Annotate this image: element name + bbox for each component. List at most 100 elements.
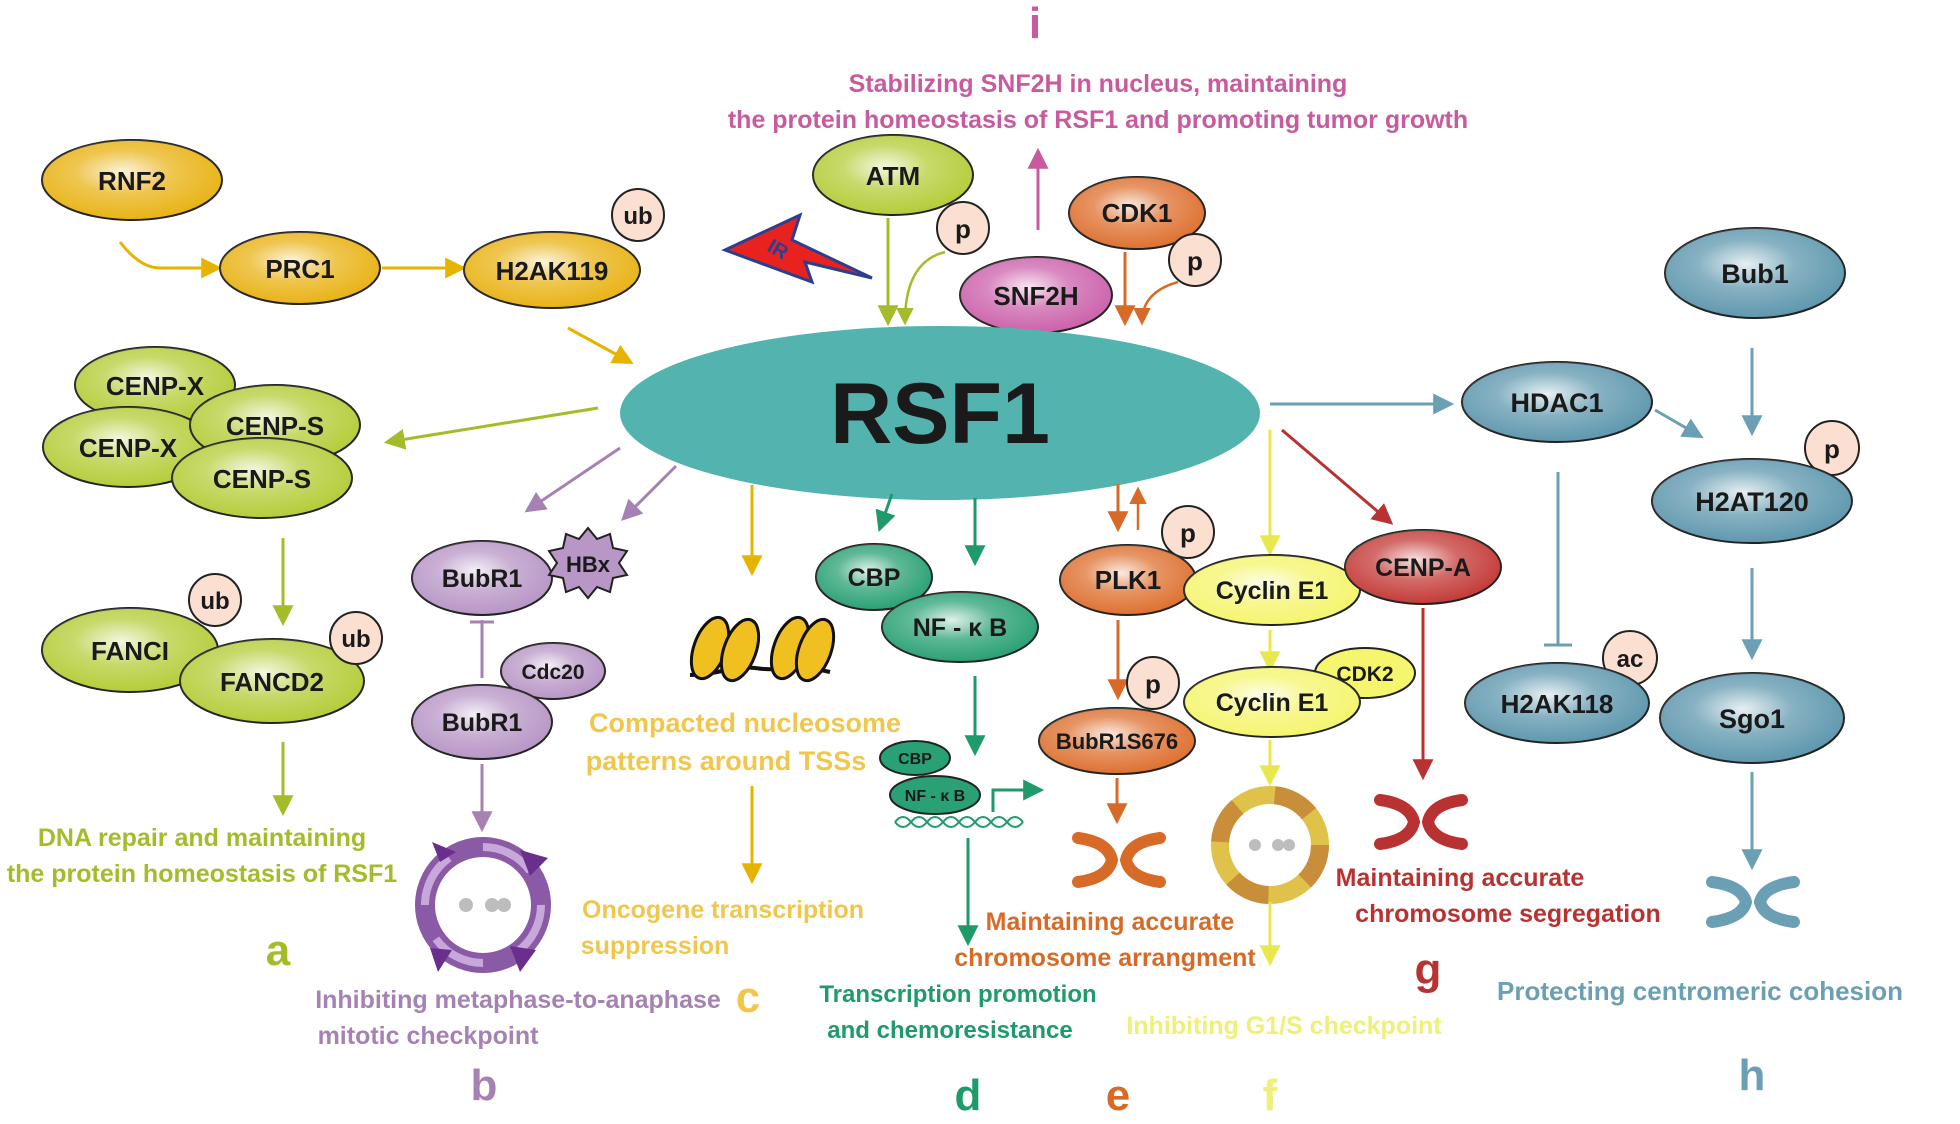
bubr1-inhibition-bar bbox=[470, 620, 494, 678]
panel-letter-d: d bbox=[955, 1071, 982, 1120]
svg-text:Cdc20: Cdc20 bbox=[521, 661, 584, 684]
fanci-node: FANCI bbox=[41, 607, 219, 693]
svg-text:p: p bbox=[955, 214, 971, 244]
h2at120-node: H2AT120 bbox=[1651, 458, 1853, 544]
atm-node: ATM bbox=[812, 134, 974, 216]
svg-text:Cyclin E1: Cyclin E1 bbox=[1216, 689, 1329, 717]
svg-text:p: p bbox=[1180, 518, 1196, 548]
cdk1-phospho-badge: p bbox=[1168, 233, 1222, 287]
outcome-a-line2: the protein homeostasis of RSF1 bbox=[7, 860, 397, 888]
atm-phospho-badge: p bbox=[936, 201, 990, 255]
arrow-rsf1-to-cbp bbox=[875, 493, 896, 532]
arrow-hdac1-to-h2at120 bbox=[1654, 408, 1704, 439]
chromosome-icon-e bbox=[1072, 832, 1166, 888]
arrow-h2ak119-to-rsf1 bbox=[567, 326, 634, 365]
svg-text:ac: ac bbox=[1617, 646, 1644, 673]
hbx-node: HBx bbox=[547, 526, 629, 600]
outcome-i-line2: the protein homeostasis of RSF1 and prom… bbox=[728, 106, 1468, 134]
svg-text:Bub1: Bub1 bbox=[1721, 259, 1789, 289]
svg-text:H2AK119: H2AK119 bbox=[496, 256, 609, 286]
plk1-node: PLK1 bbox=[1059, 544, 1197, 616]
cbp-node: CBP bbox=[815, 543, 933, 611]
prc1-node: PRC1 bbox=[219, 231, 381, 305]
fanci-ub-badge: ub bbox=[188, 573, 242, 627]
bubr1s676-phospho-badge: p bbox=[1126, 656, 1180, 710]
ir-lightning-icon: IR bbox=[721, 212, 873, 285]
h2ak118-node: H2AK118 bbox=[1464, 662, 1650, 744]
outcome-c-line2: suppression bbox=[581, 932, 730, 960]
svg-text:p: p bbox=[1145, 669, 1161, 699]
arrow-rsf1-to-bubr1 bbox=[524, 446, 621, 513]
arrow-rsf1-to-hbx bbox=[621, 464, 678, 521]
svg-text:ub: ub bbox=[623, 203, 652, 230]
arrow-rnf2-to-prc1 bbox=[118, 241, 223, 279]
cdk2-node: CDK2 bbox=[1314, 647, 1416, 699]
plk1-phospho-badge: p bbox=[1161, 505, 1215, 559]
cyclin-e1-node-lower: Cyclin E1 bbox=[1183, 666, 1361, 738]
cenp-x-node-1: CENP-X bbox=[74, 346, 236, 424]
outcome-b-line1: Inhibiting metaphase-to-anaphase bbox=[315, 986, 721, 1014]
cdc20-node: Cdc20 bbox=[500, 642, 606, 700]
hdac1-inhibits-h2ak118 bbox=[1544, 472, 1572, 647]
svg-text:FANCD2: FANCD2 bbox=[220, 667, 324, 697]
outcome-c-line1: Oncogene transcription bbox=[582, 896, 864, 924]
rsf1-node: RSF1 bbox=[620, 326, 1260, 500]
bub1-node: Bub1 bbox=[1664, 227, 1846, 319]
svg-text:p: p bbox=[1187, 246, 1203, 276]
panel-letter-f: f bbox=[1263, 1071, 1278, 1120]
outcome-f-line1: Inhibiting G1/S checkpoint bbox=[1126, 1012, 1442, 1040]
svg-text:FANCI: FANCI bbox=[91, 636, 169, 666]
sgo1-node: Sgo1 bbox=[1659, 672, 1845, 764]
bubr1s676-node: BubR1S676 bbox=[1038, 707, 1196, 775]
svg-text:ub: ub bbox=[200, 588, 229, 615]
svg-text:Sgo1: Sgo1 bbox=[1719, 704, 1785, 734]
nfkb-node: NF - κ B bbox=[881, 591, 1039, 663]
panel-letter-c: c bbox=[736, 973, 760, 1022]
nucleosome-icon bbox=[689, 615, 836, 683]
outcome-c-mid-line2: patterns around TSSs bbox=[586, 746, 867, 776]
h2ak119-node: H2AK119 bbox=[463, 231, 641, 309]
svg-text:RNF2: RNF2 bbox=[98, 166, 166, 196]
fancd2-ub-badge: ub bbox=[329, 611, 383, 665]
svg-text:ATM: ATM bbox=[866, 161, 920, 191]
cyclin-e1-node-upper: Cyclin E1 bbox=[1183, 554, 1361, 626]
arrow-rsf1-to-cenpa bbox=[1281, 428, 1394, 525]
rnf2-node: RNF2 bbox=[41, 139, 223, 221]
panel-letter-g: g bbox=[1415, 945, 1442, 994]
svg-text:CBP: CBP bbox=[898, 751, 932, 768]
arrow-rsf1-to-cenp bbox=[383, 406, 599, 450]
outcome-g-line2: chromosome segregation bbox=[1355, 900, 1661, 928]
outcome-g-line1: Maintaining accurate bbox=[1336, 864, 1585, 892]
svg-text:ub: ub bbox=[341, 626, 370, 653]
cenp-s-node-2: CENP-S bbox=[171, 437, 353, 519]
nfkb-small-node: NF - κ B bbox=[889, 775, 981, 815]
bubr1-node-upper: BubR1 bbox=[411, 540, 553, 616]
svg-text:NF - κ B: NF - κ B bbox=[913, 614, 1007, 642]
h2ak119-ub-badge: ub bbox=[611, 188, 665, 242]
svg-text:H2AT120: H2AT120 bbox=[1695, 487, 1809, 517]
svg-text:NF - κ B: NF - κ B bbox=[905, 788, 965, 805]
hdac1-node: HDAC1 bbox=[1461, 361, 1653, 443]
svg-text:PLK1: PLK1 bbox=[1095, 565, 1161, 595]
svg-text:RSF1: RSF1 bbox=[830, 366, 1050, 462]
panel-letter-a: a bbox=[266, 926, 291, 975]
svg-text:HBx: HBx bbox=[566, 552, 611, 577]
outcome-d-line2: and chemoresistance bbox=[827, 1017, 1072, 1044]
panel-letter-e: e bbox=[1106, 1071, 1130, 1120]
svg-text:CENP-S: CENP-S bbox=[213, 464, 311, 494]
snf2h-node: SNF2H bbox=[959, 256, 1113, 334]
cenp-x-node-2: CENP-X bbox=[42, 406, 214, 488]
svg-text:PRC1: PRC1 bbox=[265, 254, 334, 284]
arrow-atm-p-to-rsf1 bbox=[896, 250, 946, 326]
outcome-a-line1: DNA repair and maintaining bbox=[38, 824, 366, 852]
outcome-b-line2: mitotic checkpoint bbox=[318, 1022, 540, 1050]
svg-text:HDAC1: HDAC1 bbox=[1510, 388, 1603, 418]
outcome-d-line1: Transcription promotion bbox=[819, 981, 1096, 1008]
fancd2-node: FANCD2 bbox=[179, 638, 365, 724]
panel-letter-i: i bbox=[1029, 0, 1041, 48]
svg-text:CENP-X: CENP-X bbox=[106, 371, 205, 401]
mitotic-cycle-icon bbox=[415, 837, 551, 973]
svg-text:CBP: CBP bbox=[848, 564, 901, 592]
outcome-c-mid-line1: Compacted nucleosome bbox=[589, 708, 901, 738]
